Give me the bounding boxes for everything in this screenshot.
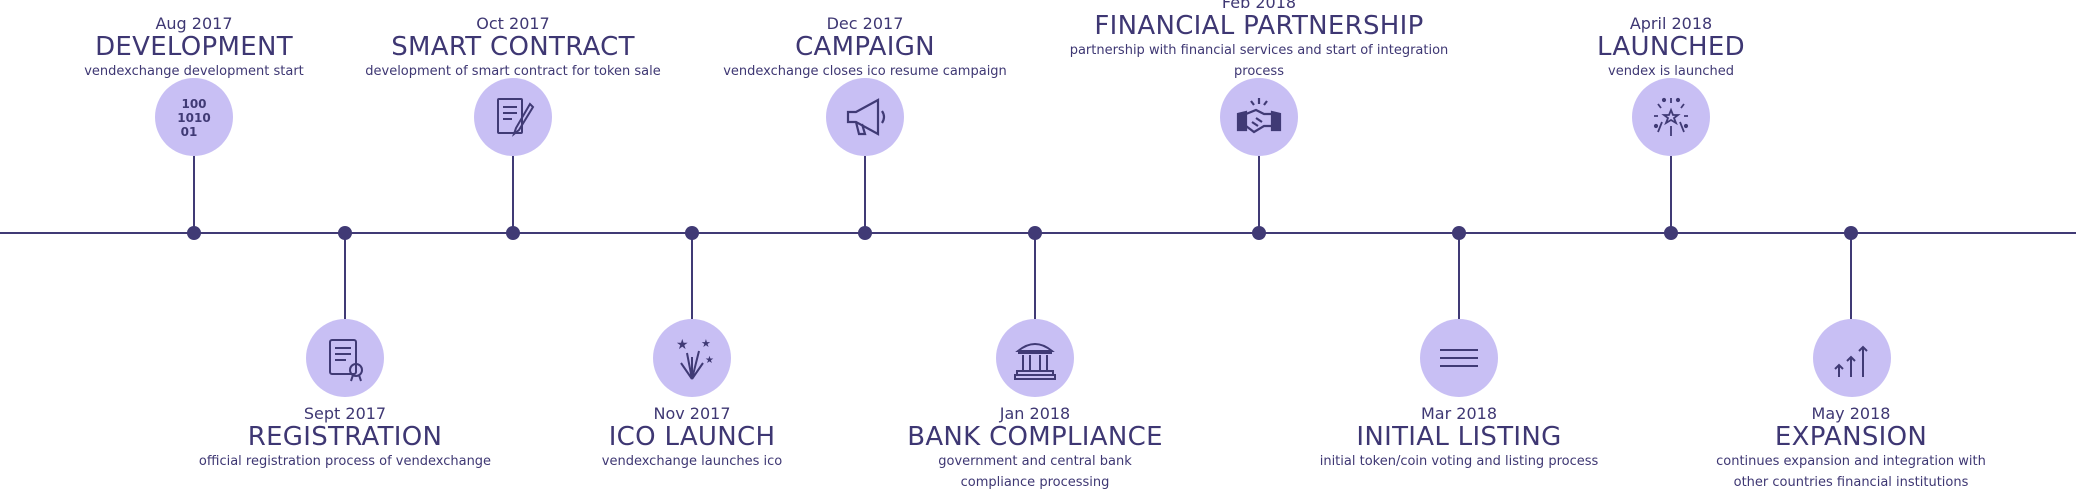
milestone-launched: April 2018 LAUNCHED vendex is launched (1597, 15, 1745, 240)
connector-line (344, 233, 346, 319)
milestone-title: CAMPAIGN (795, 32, 935, 62)
svg-text:100: 100 (181, 97, 206, 111)
milestone-title: REGISTRATION (247, 422, 443, 452)
connector-line (1458, 233, 1460, 319)
milestone-ico-launch: ★ ★ ★ Nov 2017 ICO LAUNCH vendexchange lau… (602, 226, 782, 469)
timeline-dot (685, 226, 699, 240)
timeline-dot (1664, 226, 1678, 240)
svg-text:★: ★ (705, 355, 714, 366)
milestone-description: initial token/coin voting and listing pr… (1319, 454, 1599, 469)
list-icon (1420, 319, 1498, 397)
milestone-description: partnership with financial services and … (1069, 43, 1449, 79)
growth-arrows-icon (1813, 319, 1891, 397)
connector-line (1034, 233, 1036, 319)
milestone-date: Jan 2018 (999, 404, 1071, 423)
timeline-dot (858, 226, 872, 240)
milestone-date: Mar 2018 (1421, 404, 1497, 423)
timeline-dot (338, 226, 352, 240)
connector-line (193, 156, 195, 233)
milestone-description: development of smart contract for token … (365, 64, 661, 79)
milestone-title: SMART CONTRACT (391, 32, 635, 62)
connector-line (1258, 156, 1260, 233)
milestone-date: Aug 2017 (155, 14, 233, 33)
milestone-text: Oct 2017 SMART CONTRACT development of s… (298, 15, 728, 82)
milestone-description: vendexchange development start (84, 64, 304, 79)
megaphone-icon (826, 78, 904, 156)
timeline-dot (1452, 226, 1466, 240)
milestone-date: Feb 2018 (1221, 0, 1297, 12)
connector-line (1670, 156, 1672, 233)
milestone-title: LAUNCHED (1597, 32, 1745, 62)
timeline-dot (1028, 226, 1042, 240)
milestone-title: FINANCIAL PARTNERSHIP (1094, 11, 1424, 41)
milestone-date: April 2018 (1629, 14, 1713, 33)
svg-text:01: 01 (181, 125, 198, 139)
connector-line (512, 156, 514, 233)
milestone-description: official registration process of vendexc… (198, 454, 492, 469)
milestone-text: Dec 2017 CAMPAIGN vendexchange closes ic… (650, 15, 1080, 82)
milestone-campaign: Dec 2017 CAMPAIGN vendexchange closes ic… (723, 15, 1007, 240)
milestone-text: Jan 2018 BANK COMPLIANCE government and … (820, 405, 1250, 493)
milestone-description: vendexchange launches ico (601, 454, 783, 469)
milestone-date: Sept 2017 (303, 404, 387, 423)
milestone-text: Nov 2017 ICO LAUNCH vendexchange launche… (477, 405, 907, 472)
milestone-text: Feb 2018 FINANCIAL PARTNERSHIP partnersh… (1044, 0, 1474, 82)
milestone-text: April 2018 LAUNCHED vendex is launched (1456, 15, 1886, 82)
timeline-dot (1844, 226, 1858, 240)
milestone-financial-partnership: Feb 2018 FINANCIAL PARTNERSHIP partnersh… (1070, 0, 1448, 240)
milestone-title: DEVELOPMENT (95, 32, 293, 62)
milestone-date: Oct 2017 (476, 14, 550, 33)
connector-line (691, 233, 693, 319)
handshake-icon (1220, 78, 1298, 156)
milestone-description: vendexchange closes ico resume campaign (723, 64, 1007, 79)
svg-text:★: ★ (676, 337, 689, 353)
bank-icon (996, 319, 1074, 397)
milestone-expansion: May 2018 EXPANSION continues expansion a… (1716, 226, 1986, 490)
sparkle-icon (1632, 78, 1710, 156)
milestone-description: continues expansion and integration with… (1716, 454, 1986, 490)
milestone-title: EXPANSION (1774, 422, 1928, 452)
svg-text:★: ★ (701, 337, 711, 350)
timeline-dot (187, 226, 201, 240)
certificate-icon (306, 319, 384, 397)
milestone-text: Sept 2017 REGISTRATION official registra… (130, 405, 560, 472)
milestone-text: Aug 2017 DEVELOPMENT vendexchange develo… (0, 15, 409, 82)
milestone-date: Nov 2017 (653, 404, 731, 423)
milestone-title: INITIAL LISTING (1356, 422, 1562, 452)
connector-line (864, 156, 866, 233)
milestone-description: vendex is launched (1608, 64, 1734, 79)
svg-text:1010: 1010 (177, 111, 210, 125)
timeline-dot (506, 226, 520, 240)
milestone-date: May 2018 (1811, 404, 1891, 423)
milestone-bank-compliance: Jan 2018 BANK COMPLIANCE government and … (907, 226, 1162, 490)
contract-icon (474, 78, 552, 156)
fireworks-icon: ★ ★ ★ (653, 319, 731, 397)
timeline-dot (1252, 226, 1266, 240)
milestone-initial-listing: Mar 2018 INITIAL LISTING initial token/c… (1320, 226, 1598, 469)
milestone-title: BANK COMPLIANCE (907, 422, 1163, 452)
milestone-smart-contract: Oct 2017 SMART CONTRACT development of s… (365, 15, 661, 240)
milestone-title: ICO LAUNCH (608, 422, 776, 452)
milestone-text: Mar 2018 INITIAL LISTING initial token/c… (1244, 405, 1674, 472)
milestone-text: May 2018 EXPANSION continues expansion a… (1636, 405, 2066, 493)
milestone-registration: Sept 2017 REGISTRATION official registra… (199, 226, 491, 469)
milestone-description: government and central bank compliance p… (938, 454, 1132, 490)
milestone-date: Dec 2017 (826, 14, 904, 33)
connector-line (1850, 233, 1852, 319)
